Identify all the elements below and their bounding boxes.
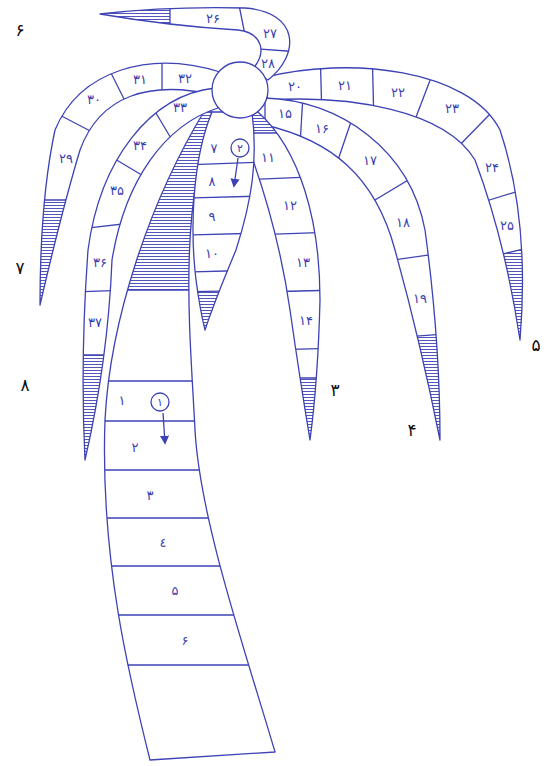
segment-number: ۸: [209, 175, 216, 188]
frond-number: ۳: [330, 382, 339, 399]
frond-number: ۵: [531, 337, 540, 354]
segment-number: ۱۵: [278, 107, 292, 120]
segment-number: ۳۳: [173, 101, 187, 114]
segment-number: ۱۷: [363, 154, 377, 167]
segment-number: ۱۱: [261, 151, 275, 164]
segment-number: ۳۰: [87, 93, 101, 106]
segment-number: ۲۷: [263, 27, 277, 40]
segment-number: ۱۰: [205, 247, 219, 260]
frond-number: ۷: [15, 260, 24, 277]
segment-number: ۲۹: [59, 152, 73, 165]
direction-arrow: [234, 158, 238, 186]
segment-number: ۹: [209, 210, 216, 223]
segment-number: ۲۴: [485, 161, 499, 174]
segment-number: ۱۹: [413, 292, 427, 305]
segment-number: ۳: [147, 489, 154, 502]
frond: [230, 100, 340, 450]
frond-number: ۸: [20, 377, 29, 394]
segment-number: ۱۸: [396, 216, 410, 229]
frond-number: ۴: [407, 422, 416, 439]
start-circle: [231, 139, 249, 157]
start-marker: ۱: [157, 397, 163, 408]
segment-number: ۱: [119, 394, 126, 407]
start-circle: [151, 393, 169, 411]
direction-arrow: [163, 413, 165, 443]
frond-number: ۶: [15, 22, 24, 39]
segment-number: ۱۴: [299, 314, 313, 327]
segment-number: ۳۱: [133, 73, 147, 86]
segment-number: ۱۶: [315, 122, 329, 135]
segment-number: ۵: [172, 584, 179, 597]
segment-number: ۳۲: [178, 72, 192, 85]
trunk: [60, 100, 300, 760]
start-marker: ۲: [237, 143, 243, 154]
segment-number: ۳۶: [93, 256, 107, 269]
segment-number: ۲۳: [445, 102, 459, 115]
segment-number: ۳۵: [110, 184, 124, 197]
segment-number: ۲۰: [288, 80, 302, 93]
frond: [60, 88, 218, 470]
segment-number: ٤: [160, 536, 167, 549]
frond: [180, 112, 270, 340]
segment-number: ۳۴: [133, 139, 147, 152]
segment-number: ۲۵: [500, 219, 514, 232]
segment-number: ۲۸: [261, 57, 275, 70]
crown: [212, 62, 268, 118]
segment-number: ۳۷: [88, 316, 102, 329]
segment-number: ۲۲: [391, 86, 405, 99]
segment-number: ۱۳: [296, 256, 310, 269]
segment-number: ۲: [132, 441, 139, 454]
segment-number: ۶: [182, 634, 189, 647]
segment-number: ۲۶: [206, 12, 220, 25]
segment-number: ۱۲: [283, 199, 297, 212]
segment-number: ۲۱: [338, 79, 352, 92]
segment-number: ۷: [211, 142, 218, 155]
